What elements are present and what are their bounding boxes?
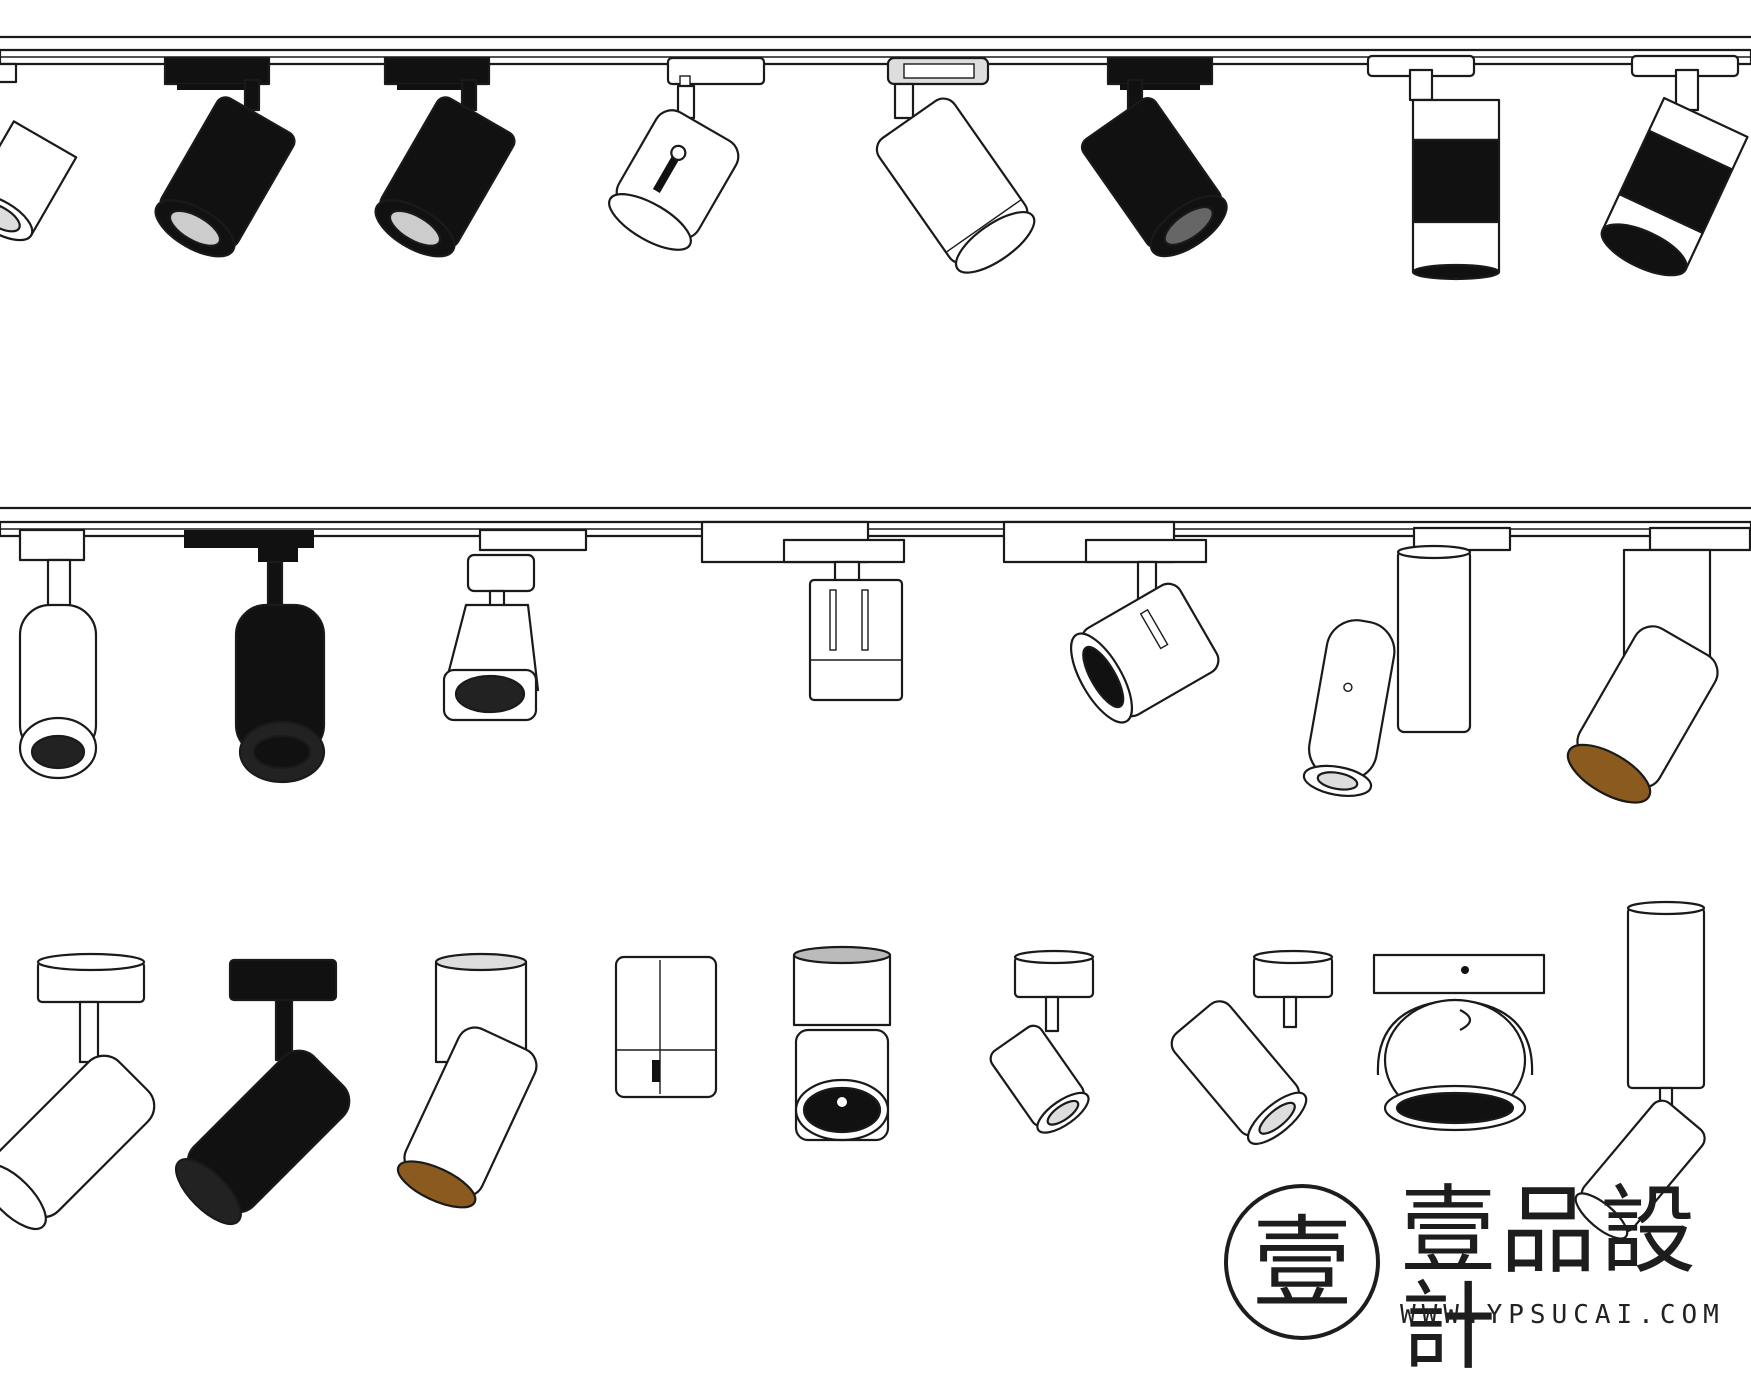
spotlight-white-square [442, 528, 588, 722]
spotlight-black-1 [154, 56, 296, 258]
spotlight-white-tall [875, 56, 1036, 274]
watermark-logo-seal: 壹 [1224, 1184, 1380, 1340]
spotlight-black-pendant [184, 530, 326, 784]
surface-light-white-tilted [1170, 949, 1334, 1145]
surface-light-white-gold [396, 952, 538, 1209]
spotlight-white-twin [1302, 526, 1512, 798]
surface-adjustable-dark-lens [792, 945, 892, 1142]
surface-light-white-1 [0, 952, 156, 1230]
surface-tall-arm-light [1574, 900, 1706, 1240]
watermark-seal-char: 壹 [1252, 1205, 1352, 1322]
surface-light-white-small [989, 949, 1095, 1134]
watermark-url: WWW.YPSUCAI.COM [1400, 1300, 1725, 1330]
watermark-brand: 壹品設計 [1400, 1175, 1700, 1383]
spotlight-black-2 [374, 56, 516, 258]
spotlight-white-slider [608, 56, 766, 251]
surface-gimbal-light [1372, 953, 1546, 1132]
spotlight-white-pendant [18, 528, 98, 780]
surface-cylinder-white [614, 955, 718, 1099]
surface-light-black [175, 958, 351, 1225]
spotlight-white-vented [700, 520, 906, 702]
track-rail-middle [0, 506, 1751, 538]
spotlight-banded-angled [1600, 54, 1749, 277]
spotlight-white-vented-angled [1002, 520, 1220, 724]
spotlight-black-3 [1080, 56, 1228, 258]
spotlight-banded-vertical [1366, 54, 1501, 281]
spotlight-white-gold-angled [1566, 526, 1751, 804]
spotlight-white-partial [0, 62, 78, 242]
